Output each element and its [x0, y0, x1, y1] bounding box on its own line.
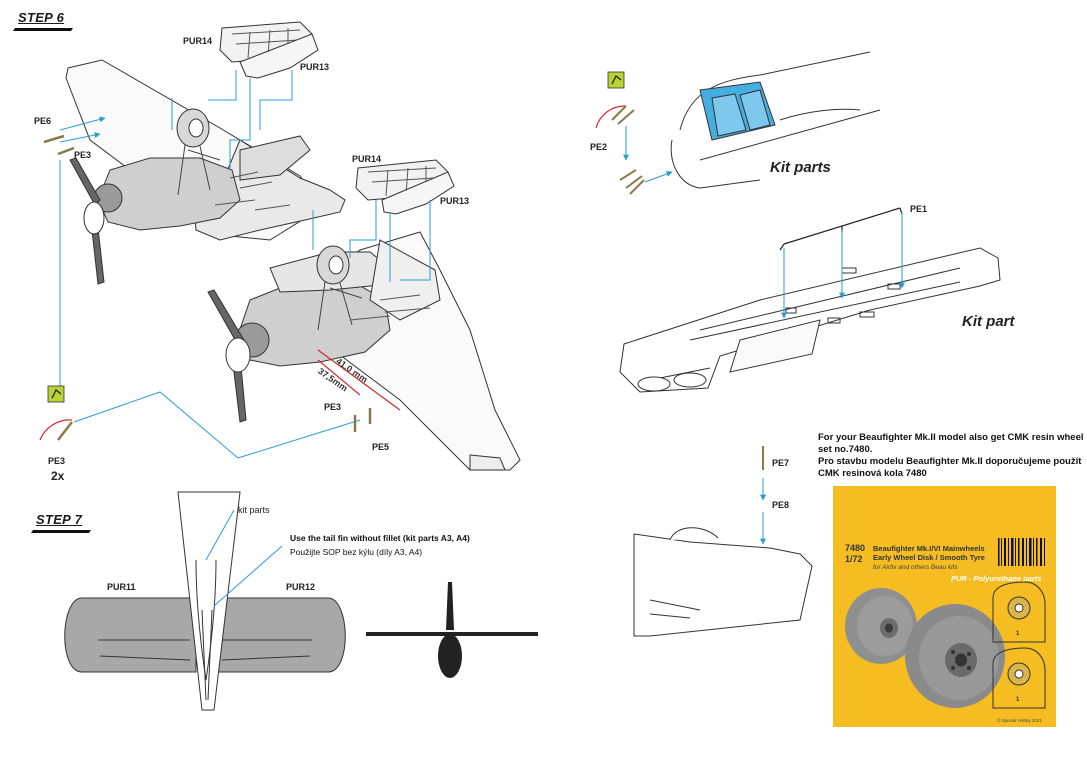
label-pur13-top: PUR13	[300, 62, 330, 72]
label-kit-parts-small: kit parts	[238, 505, 270, 515]
pour-block-1	[992, 581, 1046, 643]
label-pe3-left: PE3	[74, 150, 92, 160]
label-pe3-bottom: PE3	[48, 456, 66, 466]
promo-graphics	[845, 538, 1046, 709]
bend-icon-step6	[47, 385, 65, 403]
label-pe7: PE7	[772, 458, 790, 468]
pe1-part	[779, 207, 903, 251]
label-pe3-qty: 2x	[51, 469, 65, 483]
barcode-icon	[998, 538, 1045, 566]
step6-leader-lines	[59, 70, 431, 459]
pe2-leaders	[623, 126, 673, 183]
fuselage-drawing	[619, 247, 1001, 393]
tailfin-note-cz: Použijte SOP bez kýlu (díly A3, A4)	[290, 547, 423, 557]
tailfin-leaders	[205, 509, 283, 607]
promo-note-en-1: For your Beaufighter Mk.II model also ge…	[818, 432, 1084, 443]
promo-code: 7480	[845, 543, 866, 553]
promo-note-cz-2: CMK resinová kola 7480	[818, 468, 927, 479]
kit-part-fuselage-caption: Kit part	[962, 313, 1015, 330]
rear-fuselage-drawing	[633, 527, 813, 637]
promo-title-1: Beaufighter Mk.I/VI Mainwheels	[873, 544, 985, 553]
canopy-nose-drawing	[670, 51, 881, 189]
pur13-top-part	[239, 33, 319, 79]
promo-product-box: 7480 1/72 Beaufighter Mk.I/VI Mainwheels…	[833, 486, 1056, 727]
promo-title-2: Early Wheel Disk / Smooth Tyre	[873, 553, 985, 562]
pe3-bend-diagram	[39, 419, 73, 441]
step7-title: STEP 7	[36, 512, 83, 527]
pour-block-2	[992, 647, 1046, 709]
resin-wheel-2	[905, 604, 1005, 708]
promo-note-cz-1: Pro stavbu modelu Beaufighter Mk.II dopo…	[818, 456, 1082, 467]
label-pe5: PE5	[372, 442, 390, 452]
tailplane-drawing	[64, 491, 346, 711]
dimension-lines	[317, 349, 401, 411]
promo-count-1: 1	[1016, 631, 1020, 637]
aircraft-lower-drawing	[207, 231, 521, 471]
promo-note-en-2: set no.7480.	[818, 444, 873, 455]
pur13-mid-part	[381, 171, 455, 215]
pe-strips	[43, 134, 372, 432]
promo-subtitle: for Airfix and others Beau kits	[873, 564, 958, 571]
label-pur11: PUR11	[107, 582, 136, 592]
pe1-leaders	[781, 212, 905, 319]
promo-copyright: © Special Hobby 2021	[997, 718, 1042, 723]
resin-wheel-1	[845, 588, 917, 664]
label-pe1: PE1	[910, 204, 928, 214]
aircraft-upper-drawing	[65, 59, 346, 285]
step6-title: STEP 6	[18, 10, 65, 25]
label-pe8: PE8	[772, 500, 790, 510]
tailfin-note-en: Use the tail fin without fillet (kit par…	[290, 533, 470, 543]
promo-count-2: 1	[1016, 697, 1020, 703]
label-pur14-mid: PUR14	[352, 154, 382, 164]
label-pe2: PE2	[590, 142, 608, 152]
promo-pur-label: PUR - Polyurethane parts	[951, 574, 1042, 583]
label-pur12: PUR12	[286, 582, 316, 592]
label-pur13-mid: PUR13	[440, 196, 470, 206]
label-pe3-right: PE3	[324, 402, 342, 412]
kit-parts-canopy-caption: Kit parts	[770, 159, 831, 176]
pe2-detail	[595, 105, 645, 195]
bend-icon-pe2	[607, 71, 625, 89]
label-pe6: PE6	[34, 116, 52, 126]
label-pur14-top: PUR14	[183, 36, 213, 46]
promo-scale: 1/72	[845, 554, 863, 564]
plane-silhouette	[366, 582, 538, 678]
